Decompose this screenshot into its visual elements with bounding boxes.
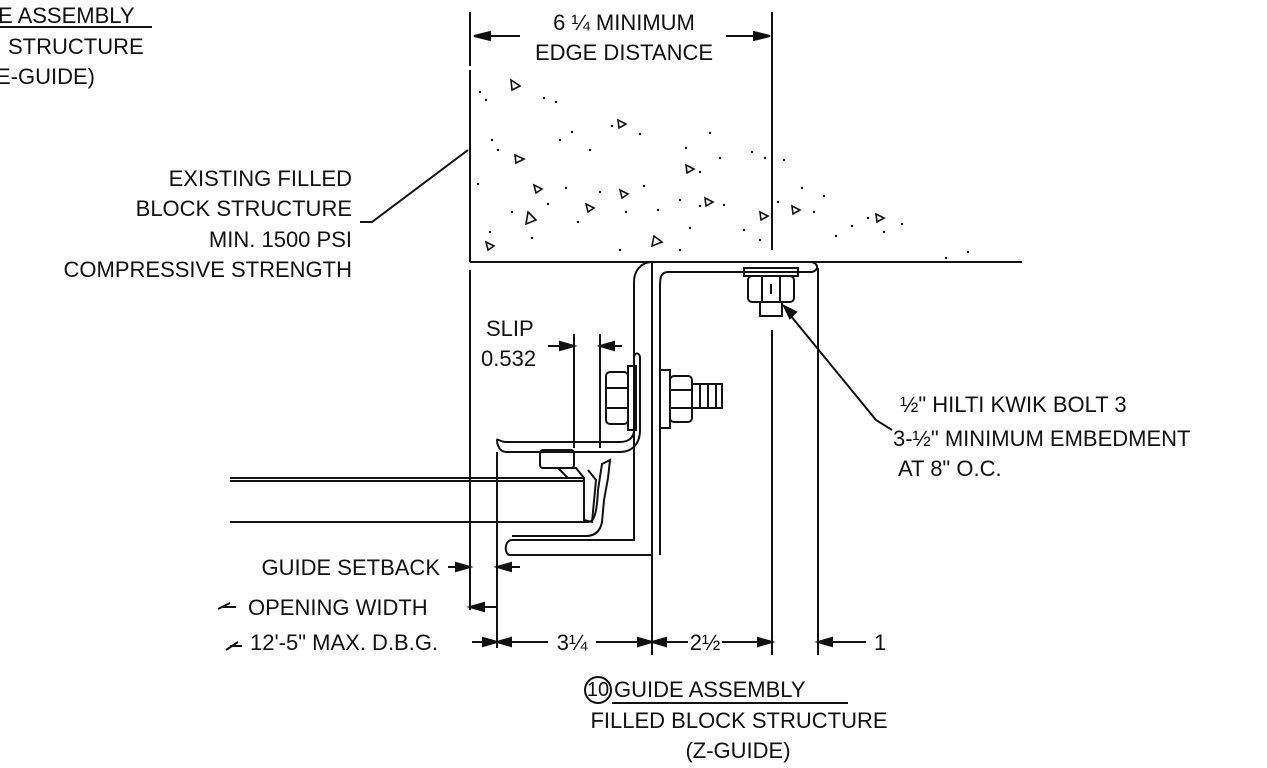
slip-dimension <box>548 334 622 448</box>
side-bolt <box>605 365 723 431</box>
guide-setback-label: GUIDE SETBACK <box>261 555 440 580</box>
z-guide-angle <box>504 260 818 556</box>
prev-title-line2: STRUCTURE <box>8 34 144 59</box>
structure-line1: EXISTING FILLED <box>168 166 352 191</box>
edge-distance-dimension <box>469 12 773 250</box>
slip-value: 0.532 <box>481 346 537 371</box>
title-line2: FILLED BLOCK STRUCTURE <box>590 708 888 733</box>
bolt-line3: AT 8" O.C. <box>898 456 1002 481</box>
anchor-bolt <box>743 267 799 317</box>
bolt-line1: ½" HILTI KWIK BOLT 3 <box>900 392 1127 417</box>
structure-line4: COMPRESSIVE STRENGTH <box>63 257 352 282</box>
dim-2-1-2: 2½ <box>689 630 721 655</box>
edge-distance-line2: EDGE DISTANCE <box>534 40 714 65</box>
guide-setback-dimension <box>448 561 520 573</box>
dim-1: 1 <box>874 630 887 655</box>
dbg-dimension <box>225 636 866 651</box>
title-line1: GUIDE ASSEMBLY <box>614 677 806 702</box>
opening-width-dimension <box>217 601 496 613</box>
edge-distance-line1: 6 ¼ MINIMUM <box>553 10 695 35</box>
structure-leader <box>360 149 469 223</box>
endlock <box>539 449 598 524</box>
detail-number-circle <box>584 676 612 704</box>
prev-title-line1: E ASSEMBLY <box>0 3 135 28</box>
dbg-label: 12'-5" MAX. D.B.G. <box>250 630 439 655</box>
slip-label: SLIP <box>486 316 534 341</box>
inner-guide-angle <box>495 352 641 560</box>
opening-width-label: OPENING WIDTH <box>248 595 428 620</box>
detail-number: 10 <box>586 679 610 701</box>
bolt-line2: 3-½" MINIMUM EMBEDMENT <box>893 426 1191 451</box>
prev-title-line3: E-GUIDE) <box>0 64 95 89</box>
structure-line3: MIN. 1500 PSI <box>208 227 352 252</box>
extension-lines <box>469 268 819 655</box>
curtain-lines <box>230 477 584 523</box>
bolt-leader <box>785 309 893 431</box>
structure-line2: BLOCK STRUCTURE <box>135 196 352 221</box>
concrete-block <box>469 70 1022 263</box>
title-line3: (Z-GUIDE) <box>685 738 791 763</box>
dim-3-1-4: 3¼ <box>556 630 588 655</box>
